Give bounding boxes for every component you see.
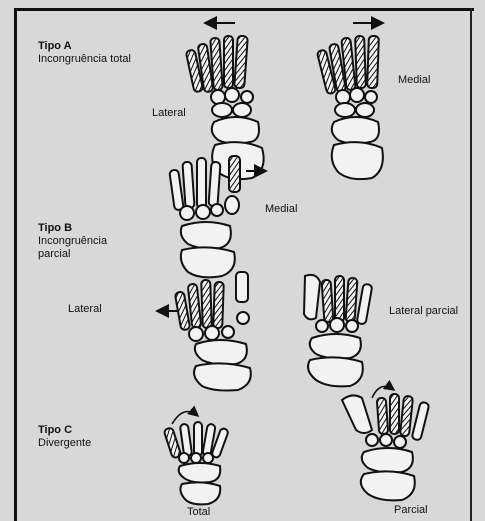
tipo-b-lateral-parcial-label: Lateral parcial xyxy=(389,305,469,318)
tipo-c-title: Tipo C xyxy=(38,424,91,437)
foot-b-lateral xyxy=(175,272,251,391)
tipo-a-title: Tipo A xyxy=(38,40,131,53)
foot-a-medial xyxy=(317,36,383,179)
tipo-a-subtitle: Incongruência total xyxy=(38,53,131,66)
tipo-c-total-label: Total xyxy=(187,506,210,519)
foot-c-parcial xyxy=(342,394,429,500)
tipo-a-lateral-label: Lateral xyxy=(152,107,186,120)
tipo-b-subtitle-line1: Incongruência xyxy=(38,235,107,248)
foot-b-lateral-parcial xyxy=(304,275,372,387)
tipo-b-subtitle-line2: parcial xyxy=(38,248,107,261)
tipo-a-medial-label: Medial xyxy=(398,74,430,87)
tipo-c-heading: Tipo C Divergente xyxy=(38,424,91,450)
tipo-c-parcial-label: Parcial xyxy=(394,504,428,517)
foot-b-medial xyxy=(169,156,240,277)
foot-a-lateral xyxy=(186,36,264,179)
tipo-a-heading: Tipo A Incongruência total xyxy=(38,40,131,66)
tipo-b-title: Tipo B xyxy=(38,222,107,235)
tipo-b-heading: Tipo B Incongruência parcial xyxy=(38,222,107,261)
tipo-c-subtitle: Divergente xyxy=(38,437,91,450)
tipo-b-medial-label: Medial xyxy=(265,203,297,216)
foot-c-total xyxy=(164,422,229,504)
tipo-b-lateral-label: Lateral xyxy=(68,303,102,316)
